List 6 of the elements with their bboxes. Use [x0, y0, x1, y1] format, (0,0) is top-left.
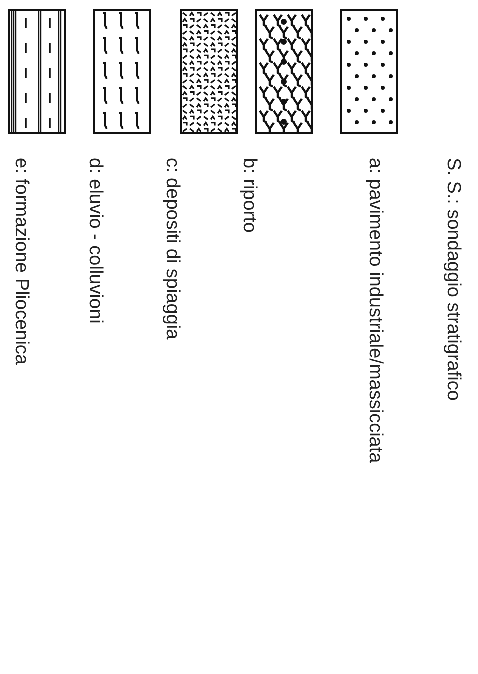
legend-label: d: eluvio - colluvioni [86, 158, 105, 324]
legend-note: S. S.: sondaggio stratigrafico [444, 158, 463, 401]
legend-label: c: depositi di spiaggia [163, 158, 182, 340]
legend-label: a: pavimento industriale/massicciata [366, 158, 385, 464]
legend-label: e: formazione Pliocenica [12, 158, 31, 365]
legend-label: b: riporto [240, 158, 259, 233]
